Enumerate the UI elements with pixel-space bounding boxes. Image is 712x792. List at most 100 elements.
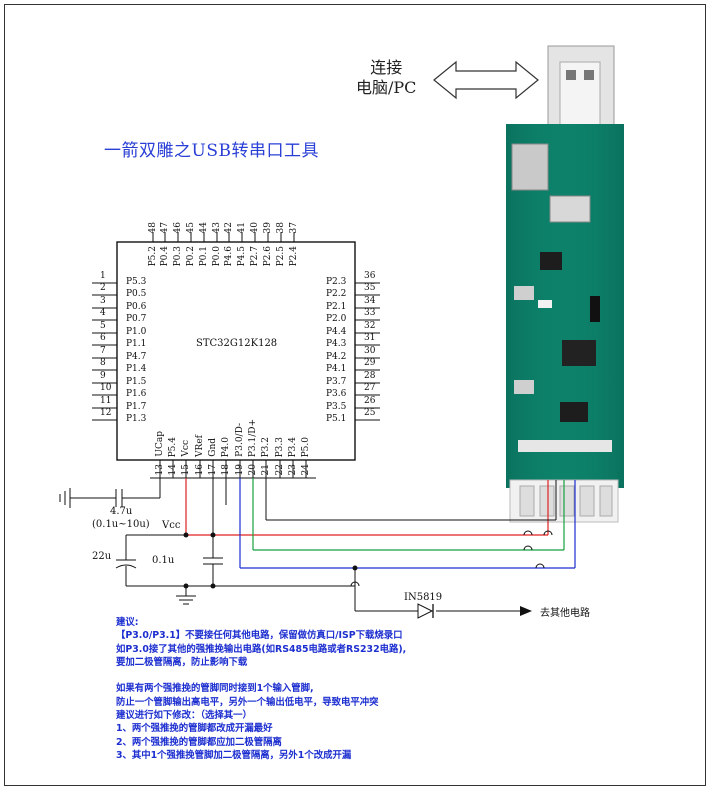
pin-label: P3.2 (261, 436, 271, 457)
pin-number: 33 (364, 308, 376, 318)
pin-label: P0.3 (173, 246, 183, 267)
pin-number: 14 (168, 464, 178, 476)
other-circuit-label: 去其他电路 (540, 608, 590, 619)
note-line: 如P3.0接了其他的强推挽输出电路(如RS485电路或者RS232电路), (116, 643, 407, 655)
note-line: 建议: (116, 617, 139, 628)
pin-number: 40 (250, 222, 260, 234)
pin-label: P4.1 (326, 364, 347, 374)
pin-number: 26 (364, 396, 376, 406)
pin-number: 29 (364, 358, 376, 368)
pin-number: 19 (235, 464, 245, 476)
pin-label: P0.0 (212, 246, 222, 267)
pin-label: P1.1 (126, 339, 147, 349)
pc-label-line2: 电脑/PC (356, 78, 417, 97)
pin-label: P5.2 (148, 246, 158, 267)
pin-number: 1 (100, 271, 106, 281)
vcc-wire (185, 478, 549, 536)
note-line: 【P3.0/P3.1】不要接任何其他电路，保留做仿真口/ISP下载烧录口 (116, 630, 403, 642)
cap-01u-label: 0.1u (152, 555, 175, 566)
bottom-pin-stubs (150, 460, 316, 479)
pin-number: 38 (276, 222, 286, 234)
pin-number: 7 (100, 346, 106, 356)
note-line: 防止一个管脚输出高电平，另外一个输出低电平，导致电平冲突 (116, 696, 379, 708)
pin-number: 23 (288, 464, 298, 476)
pin-number: 44 (199, 222, 209, 234)
pin-number: 18 (221, 464, 231, 476)
left-pin-stubs (92, 282, 117, 421)
pin-number: 24 (301, 464, 311, 476)
pc-connection-label: 连接 电脑/PC (356, 58, 416, 98)
pin-label: P2.5 (276, 246, 286, 267)
note-line (116, 669, 586, 682)
pin-label: P4.0 (221, 436, 231, 457)
pin-number: 22 (275, 464, 285, 476)
ucap-value: 4.7u (110, 506, 133, 517)
pc-label-line1: 连接 (370, 58, 403, 77)
pin-number: 27 (364, 383, 376, 393)
ucap-range: (0.1u~10u) (92, 519, 150, 530)
pin-label: P5.0 (301, 436, 311, 457)
note-line: 建议进行如下修改：（选择其一） (116, 710, 252, 722)
diode-label: IN5819 (404, 592, 443, 603)
pin-number: 10 (100, 383, 112, 393)
diagram-title: 一箭双雕之USB转串口工具 (104, 141, 319, 161)
junction-dot (183, 532, 189, 538)
pin-number: 3 (100, 296, 106, 306)
pin-label: P5.1 (326, 414, 347, 424)
pin-label: P3.3 (275, 436, 285, 457)
pin-number: 21 (261, 464, 271, 476)
pin-number: 37 (289, 222, 299, 234)
pin-label: P1.7 (126, 402, 147, 412)
junction-dot (210, 583, 216, 589)
pin-number: 9 (100, 371, 106, 381)
pin-number: 36 (364, 271, 376, 281)
d-minus-wire (239, 478, 576, 569)
d-plus-wire (252, 478, 565, 551)
pin-number: 41 (237, 222, 247, 234)
design-notes: 建议: 【P3.0/P3.1】不要接任何其他电路，保留做仿真口/ISP下载烧录口… (116, 616, 586, 762)
pin-number: 20 (248, 464, 258, 476)
pin-label: P3.4 (288, 436, 298, 457)
diode-branch (350, 568, 520, 612)
pin-number: 12 (100, 408, 112, 418)
ucap-circuit (59, 478, 161, 508)
pin-label: P0.6 (126, 302, 147, 312)
pc-double-arrow (433, 60, 539, 100)
note-line: 2、两个强推挽的管脚都应加二极管隔离 (116, 736, 282, 748)
pin-label: P1.3 (126, 414, 147, 424)
pin-label: P1.4 (126, 364, 147, 374)
pin-label: Vcc (181, 440, 191, 457)
pin-label: P4.2 (326, 352, 347, 362)
pin-label: P1.0 (126, 327, 147, 337)
pin-label: P4.6 (224, 246, 234, 267)
pin-label: P0.5 (126, 289, 147, 299)
pin-label: P2.1 (326, 302, 347, 312)
note-line: 3、其中1个强推挽管脚加二极管隔离，另外1个改成开漏 (116, 749, 352, 761)
arrow-head (520, 606, 532, 616)
pin-label: VRef (195, 435, 205, 457)
right-pin-stubs (355, 282, 380, 421)
pin-label: P1.5 (126, 377, 147, 387)
note-line: 如果有两个强推挽的管脚同时接到1个输入管脚, (116, 683, 314, 695)
pin-label: P4.5 (237, 246, 247, 267)
pin-number: 16 (195, 464, 205, 476)
pin-number: 8 (100, 358, 106, 368)
pin-number: 48 (148, 222, 158, 234)
pin-number: 43 (212, 222, 222, 234)
pin-label: P2.0 (326, 314, 347, 324)
pin-number: 32 (364, 321, 376, 331)
vcc-net-label: Vcc (162, 520, 181, 531)
pin-number: 15 (181, 464, 191, 476)
pin-number: 28 (364, 371, 376, 381)
pin-label: P4.4 (326, 327, 347, 337)
pin-number: 4 (100, 308, 106, 318)
connector-crossings (523, 530, 553, 569)
vcc-rail (115, 534, 355, 605)
pin-number: 2 (100, 283, 106, 293)
diagram-frame (4, 4, 706, 786)
pin-number: 11 (100, 396, 112, 406)
junction-dot (352, 565, 358, 571)
pin-label: UCap (155, 431, 165, 457)
pin-number: 45 (186, 222, 196, 234)
pin-label: P2.6 (263, 246, 273, 267)
